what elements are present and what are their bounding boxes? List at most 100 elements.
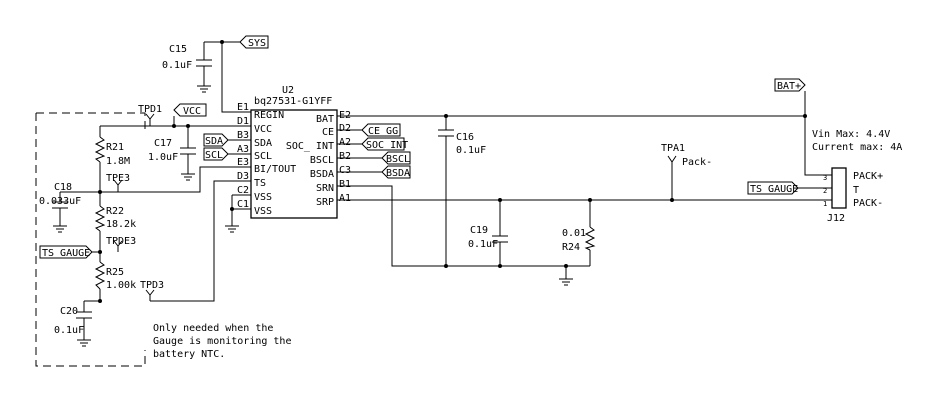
c17-ref: C17 [154, 138, 172, 149]
r25-value: 1.00k [106, 280, 136, 291]
capacitor-c18: C18 0.033uF [39, 182, 81, 209]
pin-name-e2: BAT [316, 114, 334, 125]
pin-name-d1: VCC [254, 124, 272, 135]
net-ce-gg-label: CE_GG [368, 126, 398, 137]
capacitor-c16: C16 0.1uF [438, 129, 486, 156]
connector-j12: 3 2 1 PACK+ T PACK- J12 [818, 167, 883, 224]
tpd3-label: TPD3 [140, 280, 164, 291]
c17-value: 1.0uF [148, 152, 178, 163]
pin-num-a1: A1 [339, 193, 351, 204]
testpoint-tpd3: TPD3 [140, 280, 164, 301]
pin-name-c2: VSS [254, 192, 272, 203]
resistor-r24: 0.01 R24 [562, 226, 596, 253]
net-scl-label: SCL [205, 150, 223, 161]
pin-num-d1: D1 [237, 116, 249, 127]
pin-num-c2: C2 [237, 185, 249, 196]
tpd1-label: TPD1 [138, 104, 162, 115]
net-vcc-label: VCC [183, 106, 201, 117]
pin-num-c1: C1 [237, 199, 249, 210]
net-bscl-label: BSCL [386, 154, 410, 165]
c20-ref: C20 [60, 306, 78, 317]
pin-num-c3: C3 [339, 165, 351, 176]
net-flag-sda: SDA [203, 133, 229, 147]
pin-name-d2: CE [322, 127, 334, 138]
c18-ref: C18 [54, 182, 72, 193]
ic-u2-body [250, 109, 338, 219]
c16-ref: C16 [456, 132, 474, 143]
net-flag-bscl: BSCL [381, 151, 411, 165]
ntc-note-line-2: Gauge is monitoring the [153, 336, 291, 347]
ic-part-number: bq27531-G1YFF [254, 96, 332, 107]
pin-name-d3: TS [254, 178, 266, 189]
net-ts-gauge-right-label: TS_GAUGE [750, 184, 798, 195]
net-flag-bsda: BSDA [381, 165, 411, 179]
j12-body [831, 167, 847, 209]
c15-value: 0.1uF [162, 60, 192, 71]
pin-name-e3: BI/TOUT [254, 164, 296, 175]
r21-value: 1.8M [106, 156, 130, 167]
pin-name-a1: SRP [316, 197, 334, 208]
r24-value: 0.01 [562, 228, 586, 239]
pin-name-c3: BSDA [310, 169, 334, 180]
ic-refdes: U2 [282, 85, 294, 96]
net-bsda-label: BSDA [386, 168, 410, 179]
testpoint-tpd1: TPD1 [138, 104, 162, 126]
r22-ref: R22 [106, 206, 124, 217]
net-flag-ts-gauge-right: TS_GAUGE [747, 181, 799, 195]
ntc-note-line-1: Only needed when the [153, 323, 273, 334]
pin-name-b1: SRN [316, 183, 334, 194]
pin-num-b3: B3 [237, 130, 249, 141]
ic-u2: U2 bq27531-G1YFF REGIN VCC SDA SCL BI/TO… [237, 85, 351, 219]
resistor-r22: R22 18.2k [94, 205, 136, 232]
j12-pin2-num: 2 [823, 187, 827, 195]
pin-name-a3: SCL [254, 151, 272, 162]
capacitor-c15: C15 0.1uF [162, 44, 212, 71]
c15-ref: C15 [169, 44, 187, 55]
j12-pin1-label: PACK- [853, 198, 883, 209]
capacitor-c19: C19 0.1uF [468, 225, 508, 250]
net-flag-soc-int: SOC_INT [361, 137, 408, 151]
current-max-note: Current max: 4A [812, 142, 902, 153]
pin-num-b2: B2 [339, 151, 351, 162]
pin-num-b1: B1 [339, 179, 351, 190]
ntc-note: Only needed when the Gauge is monitoring… [153, 323, 291, 360]
net-flag-ts-gauge-left: TS_GAUGE [39, 245, 93, 259]
pin-num-e1: E1 [237, 102, 249, 113]
net-sda-label: SDA [205, 136, 223, 147]
r25-ref: R25 [106, 267, 124, 278]
r24-ref: R24 [562, 242, 580, 253]
tpde3-label: TPDE3 [106, 236, 136, 247]
net-flag-ce-gg: CE_GG [361, 123, 401, 137]
net-flag-bat-plus: BAT+ [774, 78, 806, 92]
net-ts-gauge-left-label: TS_GAUGE [42, 248, 90, 259]
net-soc-int-label: SOC_INT [366, 140, 408, 151]
c16-value: 0.1uF [456, 145, 486, 156]
vin-max-note: Vin Max: 4.4V [812, 129, 890, 140]
ntc-optional-box [35, 112, 146, 367]
pin-num-e3: E3 [237, 157, 249, 168]
r21-ref: R21 [106, 142, 124, 153]
net-flag-vcc: VCC [173, 103, 207, 117]
testpoint-tpde3: TPDE3 [106, 236, 136, 252]
pin-num-a3: A3 [237, 144, 249, 155]
pin-name-b2: BSCL [310, 155, 334, 166]
tpe3-label: TPE3 [106, 173, 130, 184]
junction-dots [98, 40, 807, 303]
testpoint-tpa1: TPA1 Pack- [661, 143, 712, 168]
pin-name-a2: SOC_ INT [286, 141, 334, 152]
tpa1-label: TPA1 [661, 143, 685, 154]
j12-pin3-num: 3 [823, 174, 827, 182]
pin-name-b3: SDA [254, 138, 272, 149]
resistor-r21: R21 1.8M [94, 136, 130, 167]
ntc-note-line-3: battery NTC. [153, 349, 225, 360]
pin-name-c1: VSS [254, 206, 272, 217]
capacitor-c17: C17 1.0uF [148, 138, 196, 163]
net-flag-scl: SCL [203, 147, 229, 161]
c18-value: 0.033uF [39, 196, 81, 207]
wires [59, 41, 818, 340]
j12-pin3-label: PACK+ [853, 171, 883, 182]
net-bat-plus-label: BAT+ [777, 81, 801, 92]
pin-name-e1: REGIN [254, 110, 284, 121]
ground-symbols [53, 85, 573, 347]
